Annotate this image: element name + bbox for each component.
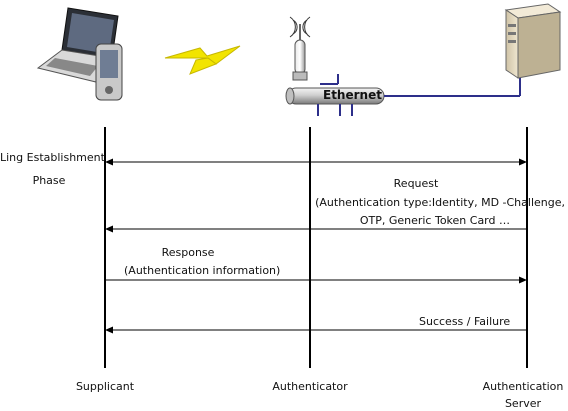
- access-point-icon: [289, 16, 311, 81]
- request-title: Request: [393, 177, 439, 190]
- response-title: Response: [161, 246, 215, 259]
- authenticator-label: Authenticator: [272, 380, 348, 393]
- ethernet-bus: [285, 74, 521, 116]
- wireless-link-icon: [164, 45, 241, 75]
- request-detail-line2: OTP, Generic Token Card …: [359, 214, 510, 227]
- server-icon: [504, 3, 562, 79]
- result-label: Success / Failure: [419, 315, 511, 328]
- pda-icon: [95, 43, 123, 101]
- supplicant-label: Supplicant: [75, 380, 135, 393]
- phase-label-line2: Phase: [32, 174, 66, 187]
- phase-label-line1: Ling Establishment: [0, 151, 105, 164]
- server-label-line1: Authentication: [482, 380, 564, 393]
- request-detail-line1: (Authentication type:Identity, MD -Chall…: [315, 196, 565, 209]
- response-detail: (Authentication information): [124, 264, 281, 277]
- ethernet-label: Ethernet: [323, 88, 382, 102]
- server-label-line2: Server: [504, 397, 542, 410]
